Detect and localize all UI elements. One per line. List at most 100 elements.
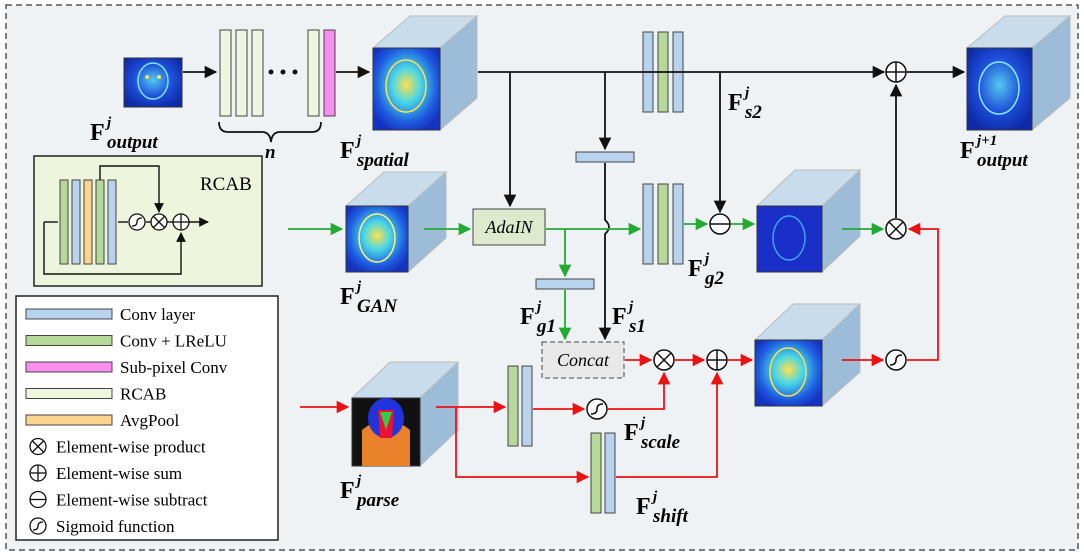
- svg-text:F: F: [612, 304, 627, 330]
- adain-label: AdaIN: [485, 217, 534, 237]
- spatial-feature-cube: [371, 14, 479, 132]
- svg-text:j: j: [105, 115, 112, 131]
- rcab-title: RCAB: [200, 174, 252, 195]
- svg-text:j: j: [639, 415, 646, 431]
- legend-label: Conv layer: [120, 305, 195, 324]
- legend-label: RCAB: [120, 385, 166, 404]
- svg-text:F: F: [636, 494, 651, 520]
- label-spatial: F j spatial: [340, 133, 409, 171]
- black-connections: [183, 65, 966, 341]
- g2-feature-cube: [755, 168, 862, 274]
- svg-text:j+1: j+1: [975, 133, 997, 149]
- legend-item-subtract: Element-wise subtract: [29, 490, 208, 510]
- conv-stack-middle: [642, 183, 684, 265]
- output-feature-cube: [965, 14, 1072, 132]
- rcab-stack: [218, 29, 336, 143]
- legend-swatch-avgpool: [25, 414, 113, 426]
- sigmoid-operator-right: [885, 349, 907, 371]
- scale-conv-pair: [507, 365, 533, 447]
- svg-text:GAN: GAN: [357, 296, 398, 317]
- legend-swatch-lrelu: [25, 335, 113, 346]
- product-operator-right: [885, 218, 907, 240]
- sigmoid-icon: [29, 517, 47, 535]
- svg-text:g1: g1: [536, 316, 556, 337]
- legend-label: Sub-pixel Conv: [120, 358, 228, 377]
- concat-block: Concat: [541, 341, 625, 379]
- legend-item-lrelu: Conv + LReLU: [25, 332, 227, 351]
- rcab-inset: RCAB: [33, 155, 263, 287]
- red-connections: [300, 222, 939, 484]
- svg-text:s2: s2: [744, 102, 762, 123]
- shift-conv-pair: [590, 432, 616, 514]
- legend-swatch-subpixel: [25, 361, 113, 373]
- svg-text:output: output: [977, 150, 1028, 171]
- svg-text:F: F: [90, 120, 105, 146]
- legend-label: Element-wise subtract: [56, 491, 208, 510]
- svg-text:parse: parse: [355, 490, 400, 511]
- label-scale: F j scale: [624, 415, 681, 453]
- label-s1: F j s1: [612, 299, 646, 337]
- svg-text:F: F: [340, 478, 355, 504]
- label-output-out: F j+1 output: [960, 133, 1028, 171]
- svg-text:j: j: [703, 251, 710, 267]
- svg-text:j: j: [355, 133, 362, 149]
- svg-text:F: F: [520, 304, 535, 330]
- svg-text:F: F: [340, 138, 355, 164]
- svg-text:g2: g2: [704, 268, 725, 289]
- legend-item-sum: Element-wise sum: [29, 464, 182, 483]
- label-g2: F j g2: [688, 251, 725, 289]
- svg-text:F: F: [960, 138, 975, 164]
- sum-icon: [29, 464, 47, 482]
- parse-feature-cube: [350, 360, 460, 468]
- legend-item-conv: Conv layer: [25, 305, 195, 324]
- subtract-operator: [709, 213, 731, 235]
- gan-feature-cube: [344, 170, 448, 274]
- label-parse: F j parse: [340, 473, 400, 511]
- svg-text:spatial: spatial: [356, 150, 409, 171]
- modulated-feature-cube: [753, 302, 862, 408]
- svg-text:j: j: [355, 473, 362, 489]
- label-s2: F j s2: [728, 85, 762, 123]
- svg-text:F: F: [728, 90, 743, 116]
- input-feature-map: [123, 57, 183, 108]
- adain-block: AdaIN: [472, 208, 546, 246]
- svg-text:j: j: [743, 85, 750, 101]
- sum-operator-top: [885, 61, 907, 83]
- legend-item-subpixel: Sub-pixel Conv: [25, 358, 228, 377]
- sigmoid-operator-scale: [586, 398, 608, 420]
- green-connections: [288, 217, 885, 341]
- product-operator-scale: [653, 349, 675, 371]
- legend-item-rcab: RCAB: [25, 385, 166, 404]
- subtract-icon: [29, 490, 47, 509]
- svg-text:s1: s1: [628, 316, 646, 337]
- label-shift: F j shift: [636, 489, 689, 527]
- legend-label: Element-wise product: [56, 438, 206, 457]
- label-output-in: F j output: [90, 115, 158, 153]
- n-label: n: [265, 142, 276, 163]
- legend-item-product: Element-wise product: [29, 437, 206, 457]
- svg-text:F: F: [340, 284, 355, 310]
- concat-label: Concat: [557, 350, 610, 370]
- svg-text:F: F: [624, 420, 639, 446]
- g1-conv-layer: [535, 278, 595, 290]
- legend-swatch-conv: [25, 308, 113, 320]
- svg-text:scale: scale: [640, 432, 681, 453]
- label-gan: F j GAN: [340, 279, 398, 317]
- legend-item-avgpool: AvgPool: [25, 411, 179, 430]
- svg-text:j: j: [535, 299, 542, 315]
- svg-text:j: j: [651, 489, 658, 505]
- legend-item-sigmoid: Sigmoid function: [29, 517, 175, 536]
- sum-operator-shift: [706, 349, 728, 371]
- s1-conv-layer: [575, 151, 635, 163]
- svg-text:output: output: [107, 132, 158, 153]
- svg-text:j: j: [355, 279, 362, 295]
- label-g1: F j g1: [520, 299, 556, 337]
- svg-text:j: j: [627, 299, 634, 315]
- legend-label: Conv + LReLU: [120, 332, 227, 351]
- legend-swatch-rcab: [25, 388, 113, 399]
- svg-text:shift: shift: [652, 506, 689, 527]
- product-icon: [29, 437, 47, 456]
- svg-text:F: F: [688, 256, 703, 282]
- legend-label: Sigmoid function: [56, 517, 175, 536]
